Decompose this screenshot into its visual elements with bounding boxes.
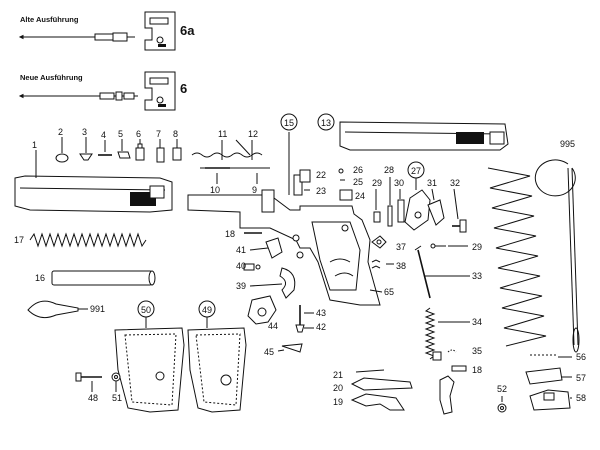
tool-part: [27, 300, 88, 319]
caption-old-version: Alte Ausführung: [20, 15, 79, 24]
barrel-slide-part: [339, 121, 509, 151]
part-label-17: 17: [14, 235, 24, 245]
part-label-6-small: 6: [136, 129, 141, 139]
hammer-assembly: [373, 189, 467, 233]
firing-pin-new: [18, 91, 138, 101]
part-label-26: 26: [353, 165, 363, 175]
cleaning-rod-part: [534, 159, 580, 353]
small-parts-22-24: [299, 169, 353, 201]
part-label-4: 4: [101, 130, 106, 140]
part-label-16: 16: [35, 273, 45, 283]
barrel-tube-part: [51, 270, 156, 286]
part-label-2: 2: [58, 127, 63, 137]
part-label-43: 43: [316, 308, 326, 318]
part-label-27: 27: [411, 166, 421, 176]
frame-part: [187, 174, 381, 306]
part-label-995: 995: [560, 139, 575, 149]
part-label-58: 58: [576, 393, 586, 403]
part-label-25: 25: [353, 177, 363, 187]
grip-screw-part: [75, 372, 121, 392]
screw-52-part: [497, 396, 507, 413]
part-label-52: 52: [497, 384, 507, 394]
part-label-7: 7: [156, 129, 161, 139]
part-label-51: 51: [112, 393, 122, 403]
part-label-29-top: 29: [372, 178, 382, 188]
part-label-49: 49: [202, 305, 212, 315]
part-label-33: 33: [472, 271, 482, 281]
part-label-10: 10: [210, 185, 220, 195]
part-label-8: 8: [173, 129, 178, 139]
main-spring-part: [424, 307, 442, 361]
part-label-12: 12: [248, 129, 258, 139]
part-label-65: 65: [384, 287, 394, 297]
part-label-15: 15: [284, 118, 294, 128]
part-label-42: 42: [316, 322, 326, 332]
parts-35-18: [447, 349, 467, 372]
part-label-57: 57: [576, 373, 586, 383]
part-label-21: 21: [333, 370, 343, 380]
part-label-29: 29: [472, 242, 482, 252]
part-label-56: 56: [576, 352, 586, 362]
part-label-28: 28: [384, 165, 394, 175]
part-label-34: 34: [472, 317, 482, 327]
part-label-35: 35: [472, 346, 482, 356]
part-label-40: 40: [236, 261, 246, 271]
small-parts-25-26: [338, 168, 345, 181]
magazine-catch-part: [439, 375, 455, 415]
parts-37-38: [371, 235, 446, 269]
part-label-18-right: 18: [472, 365, 482, 375]
magazine-base-parts: [525, 354, 571, 411]
spring-pin-assembly: [191, 139, 270, 184]
caption-new-version: Neue Ausführung: [20, 73, 83, 82]
slide-part: [14, 175, 173, 213]
hammer-strut-part: [414, 245, 431, 299]
part-label-44: 44: [268, 321, 278, 331]
part-label-20: 20: [333, 383, 343, 393]
part-label-37: 37: [396, 242, 406, 252]
part-label-31: 31: [427, 178, 437, 188]
part-label-19: 19: [333, 397, 343, 407]
part-label-30: 30: [394, 178, 404, 188]
part-label-23: 23: [316, 186, 326, 196]
extractor-new-part: [144, 71, 176, 111]
part-label-24: 24: [355, 191, 365, 201]
part-label-3: 3: [82, 127, 87, 137]
part-label-32: 32: [450, 178, 460, 188]
part-label-6: 6: [180, 81, 187, 96]
part-label-22: 22: [316, 170, 326, 180]
part-label-18-left: 18: [225, 229, 235, 239]
recoil-spring-part: [29, 232, 147, 248]
small-parts-row: [55, 137, 182, 163]
part-label-1: 1: [32, 140, 37, 150]
safety-lever-parts: [350, 369, 413, 411]
part-label-9: 9: [252, 185, 257, 195]
trigger-group-parts: [243, 232, 305, 353]
extractor-old-part: [144, 11, 176, 51]
part-label-13: 13: [321, 118, 331, 128]
part-label-48: 48: [88, 393, 98, 403]
part-label-5: 5: [118, 129, 123, 139]
part-label-991: 991: [90, 304, 105, 314]
magazine-spring-part: [487, 167, 547, 347]
part-label-11: 11: [218, 129, 227, 139]
part-label-41: 41: [236, 245, 246, 255]
part-label-38: 38: [396, 261, 406, 271]
part-label-6a: 6a: [180, 23, 195, 38]
part-label-50: 50: [141, 305, 151, 315]
part-label-39: 39: [236, 281, 246, 291]
left-grip-part: [114, 327, 185, 413]
right-grip-part: [187, 327, 247, 413]
firing-pin-old: [18, 32, 135, 42]
part-label-45: 45: [264, 347, 274, 357]
